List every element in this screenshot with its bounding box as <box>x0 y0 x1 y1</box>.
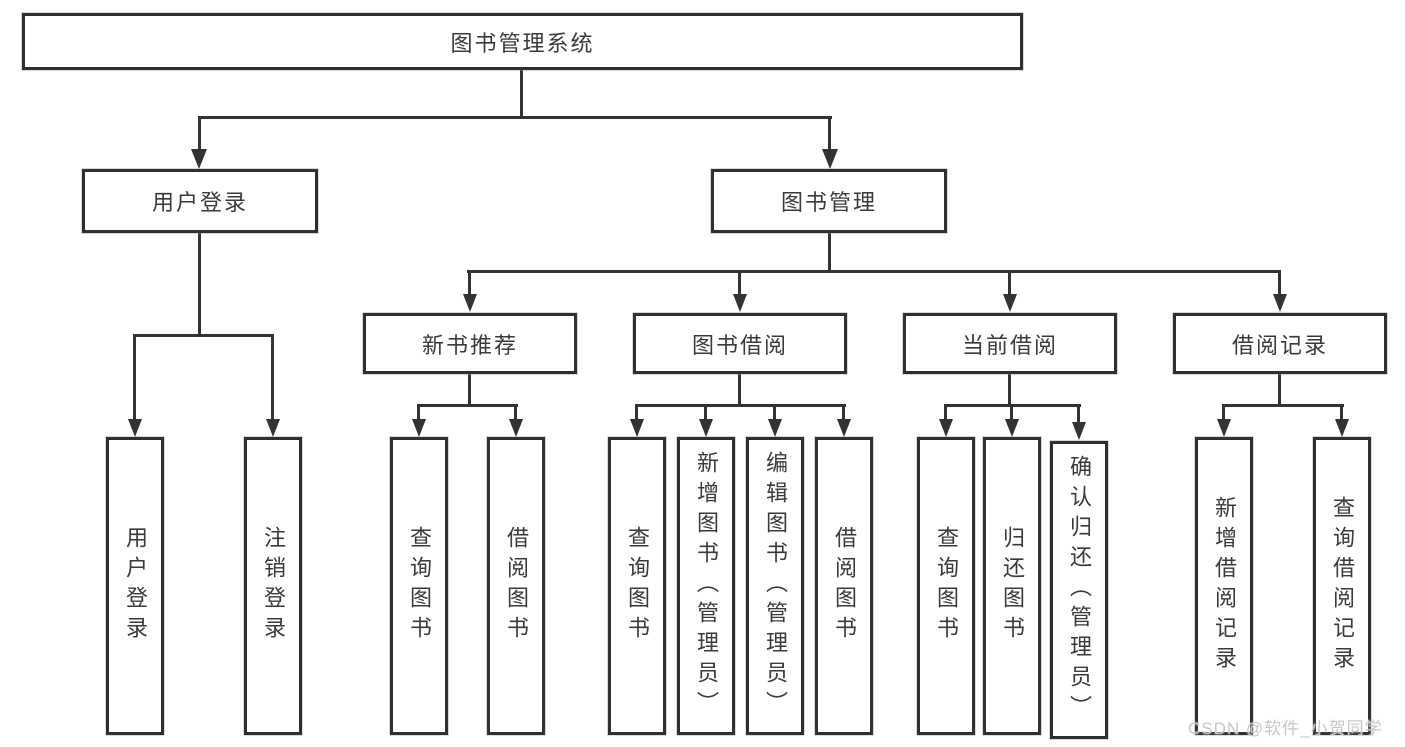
arrow-down-icon <box>699 419 713 437</box>
arrow-down-icon <box>1003 294 1017 312</box>
leaf-label: 查询图书 <box>934 526 959 646</box>
arrow-down-icon <box>463 294 477 312</box>
leaf-query-books: 查询图书 <box>917 437 975 735</box>
node-new-book-recommend: 新书推荐 <box>363 313 577 374</box>
arrow-down-icon <box>1217 419 1231 437</box>
connector-line <box>773 404 776 422</box>
leaf-label: 归还图书 <box>1000 526 1025 646</box>
arrow-down-icon <box>822 149 838 169</box>
leaf-label: 编辑图书（管理员） <box>763 451 788 721</box>
node-borrow-records: 借阅记录 <box>1173 313 1387 374</box>
arrow-down-icon <box>412 419 426 437</box>
connector-line <box>198 232 201 336</box>
node-label: 借阅记录 <box>1231 332 1328 358</box>
connector-line <box>635 404 638 422</box>
arrow-down-icon <box>1072 422 1086 440</box>
connector-line <box>468 270 471 296</box>
node-label: 图书管理系统 <box>450 30 595 56</box>
connector-line <box>467 270 1280 273</box>
leaf-label: 查询借阅记录 <box>1330 496 1355 676</box>
leaf-label: 借阅图书 <box>832 526 857 646</box>
connector-line <box>1077 404 1080 424</box>
arrow-down-icon <box>630 419 644 437</box>
node-label: 用户登录 <box>151 190 248 215</box>
node-library-system: 图书管理系统 <box>22 13 1023 70</box>
connector-line <box>828 116 831 152</box>
connector-line <box>133 334 274 337</box>
connector-line <box>1222 404 1344 407</box>
leaf-label: 新增图书（管理员） <box>694 451 719 721</box>
connector-line <box>1008 270 1011 296</box>
leaf-label: 查询图书 <box>407 526 432 646</box>
leaf-query-borrow-record: 查询借阅记录 <box>1313 437 1371 735</box>
arrow-down-icon <box>1005 419 1019 437</box>
connector-line <box>1278 374 1281 407</box>
node-book-management: 图书管理 <box>711 169 947 233</box>
arrow-down-icon <box>266 419 280 437</box>
leaf-label: 新增借阅记录 <box>1212 496 1237 676</box>
leaf-add-borrow-record: 新增借阅记录 <box>1195 437 1253 735</box>
connector-line <box>828 232 831 272</box>
leaf-query-books: 查询图书 <box>390 437 448 735</box>
node-book-borrow: 图书借阅 <box>633 313 847 374</box>
leaf-return-book: 归还图书 <box>983 437 1041 735</box>
connector-line <box>842 404 845 422</box>
leaf-borrow-books: 借阅图书 <box>487 437 545 735</box>
connector-line <box>1340 404 1343 422</box>
connector-line <box>1010 404 1013 422</box>
node-label: 新书推荐 <box>421 332 518 358</box>
connector-line <box>1222 404 1225 422</box>
leaf-confirm-return-admin: 确认归还（管理员） <box>1050 441 1108 739</box>
connector-line <box>514 404 517 422</box>
arrow-down-icon <box>128 419 142 437</box>
connector-line <box>198 116 832 119</box>
arrow-down-icon <box>1273 294 1287 312</box>
leaf-query-books: 查询图书 <box>608 437 666 735</box>
node-label: 图书借阅 <box>691 332 788 358</box>
connector-line <box>944 404 947 422</box>
arrow-down-icon <box>191 149 207 169</box>
connector-line <box>198 116 201 152</box>
leaf-borrow-books: 借阅图书 <box>815 437 873 735</box>
leaf-label: 注销登录 <box>261 526 286 646</box>
leaf-add-book-admin: 新增图书（管理员） <box>677 437 735 735</box>
node-user-login: 用户登录 <box>82 169 318 233</box>
leaf-logout: 注销登录 <box>244 437 302 735</box>
leaf-user-login: 用户登录 <box>106 437 164 735</box>
arrow-down-icon <box>1335 419 1349 437</box>
arrow-down-icon <box>509 419 523 437</box>
connector-line <box>468 374 471 407</box>
connector-line <box>704 404 707 422</box>
arrow-down-icon <box>768 419 782 437</box>
leaf-label: 确认归还（管理员） <box>1067 455 1092 725</box>
node-label: 当前借阅 <box>961 332 1058 358</box>
connector-line <box>1278 270 1281 296</box>
node-current-borrow: 当前借阅 <box>903 313 1117 374</box>
leaf-edit-book-admin: 编辑图书（管理员） <box>746 437 804 735</box>
connector-line <box>417 404 420 422</box>
connector-line <box>635 404 846 407</box>
connector-line <box>271 334 274 420</box>
arrow-down-icon <box>939 419 953 437</box>
connector-line <box>133 334 136 420</box>
connector-line <box>738 374 741 407</box>
leaf-label: 查询图书 <box>625 526 650 646</box>
watermark-text: CSDN @软件_小贺同学 <box>1188 719 1383 738</box>
arrow-down-icon <box>733 294 747 312</box>
leaf-label: 借阅图书 <box>504 526 529 646</box>
connector-line <box>1008 374 1011 407</box>
leaf-label: 用户登录 <box>123 526 148 646</box>
connector-line <box>417 404 518 407</box>
connector-line <box>738 270 741 296</box>
arrow-down-icon <box>837 419 851 437</box>
node-label: 图书管理 <box>780 190 877 215</box>
connector-line <box>520 69 523 119</box>
